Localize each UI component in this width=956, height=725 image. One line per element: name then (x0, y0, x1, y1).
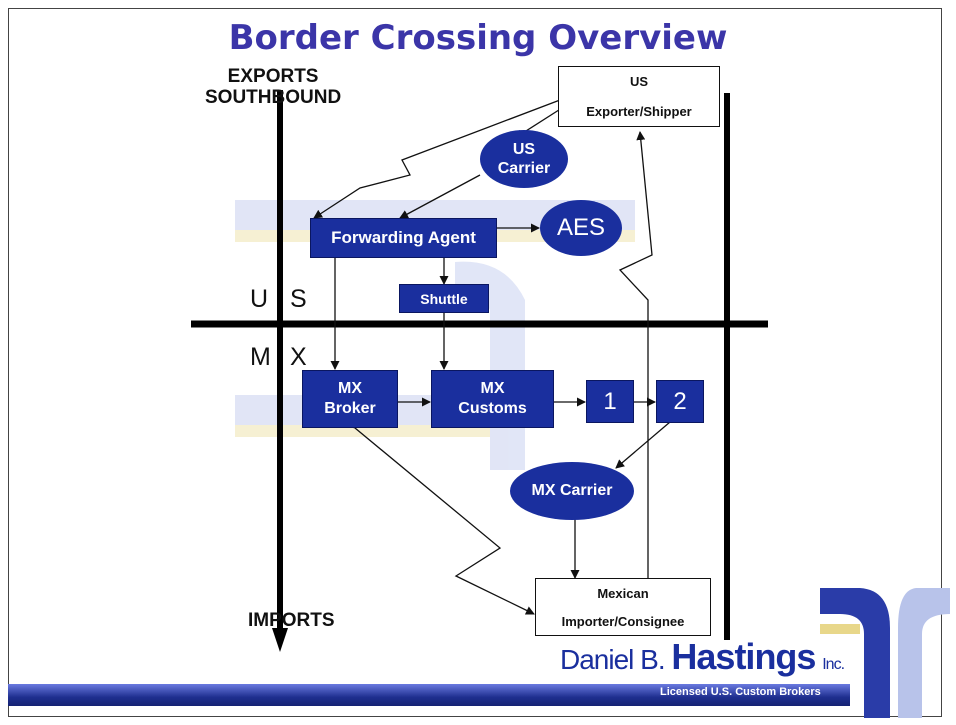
step-2-node: 2 (656, 380, 704, 423)
mx-carrier-node: MX Carrier (510, 462, 634, 520)
mexican-importer-line1: Mexican (597, 585, 649, 601)
company-logo-mark (820, 588, 950, 718)
mx-broker-line1: MX (338, 380, 362, 397)
us-carrier-node: US Carrier (480, 130, 568, 188)
aes-node: AES (540, 200, 622, 256)
step-1-node: 1 (586, 380, 634, 423)
step2-to-carrier-arrow (615, 421, 671, 469)
axis-arrowhead (272, 628, 288, 652)
mx-label-m: M (250, 343, 271, 371)
importer-exporter-link (618, 131, 653, 586)
mx-broker-line2: Broker (324, 400, 376, 417)
us-exporter-line1: US (629, 74, 649, 90)
us-exporter-node: US Exporter/Shipper (558, 66, 720, 127)
logo-name-suffix: Inc. (822, 656, 845, 673)
mx-customs-line2: Customs (458, 400, 527, 417)
exporter-to-agent-arrow (313, 99, 561, 219)
broker-importer-link (345, 419, 535, 615)
us-label-u: U (250, 285, 269, 313)
us-carrier-line2: Carrier (497, 160, 551, 177)
us-carrier-line1: US (512, 141, 536, 158)
us-exporter-line2: Exporter/Shipper (586, 103, 692, 119)
slide-frame (8, 8, 942, 717)
company-logo-name: Daniel B. Hastings Inc. (560, 636, 845, 678)
logo-name-prefix: Daniel B. (560, 644, 666, 675)
exports-label-line2: SOUTHBOUND (205, 87, 342, 108)
mx-customs-node: MX Customs (431, 370, 554, 428)
mx-label-x: X (290, 343, 307, 371)
forwarding-agent-node: Forwarding Agent (310, 218, 497, 258)
carrier-to-agent-arrow (399, 174, 481, 219)
footer-bar (8, 684, 850, 706)
logo-name-main: Hastings (671, 636, 816, 677)
us-label-s: S (290, 285, 307, 313)
exports-southbound-label: EXPORTS SOUTHBOUND (205, 66, 341, 108)
shuttle-node: Shuttle (399, 284, 489, 313)
mx-customs-line1: MX (480, 380, 505, 397)
page-title: Border Crossing Overview (228, 18, 728, 58)
mexican-importer-node: Mexican Importer/Consignee (535, 578, 711, 636)
mexican-importer-line2: Importer/Consignee (561, 613, 685, 629)
logo-tagline: Licensed U.S. Custom Brokers (660, 686, 821, 698)
mx-broker-node: MX Broker (302, 370, 398, 428)
exports-label-line1: EXPORTS (227, 66, 319, 87)
imports-label: IMPORTS (248, 610, 335, 631)
